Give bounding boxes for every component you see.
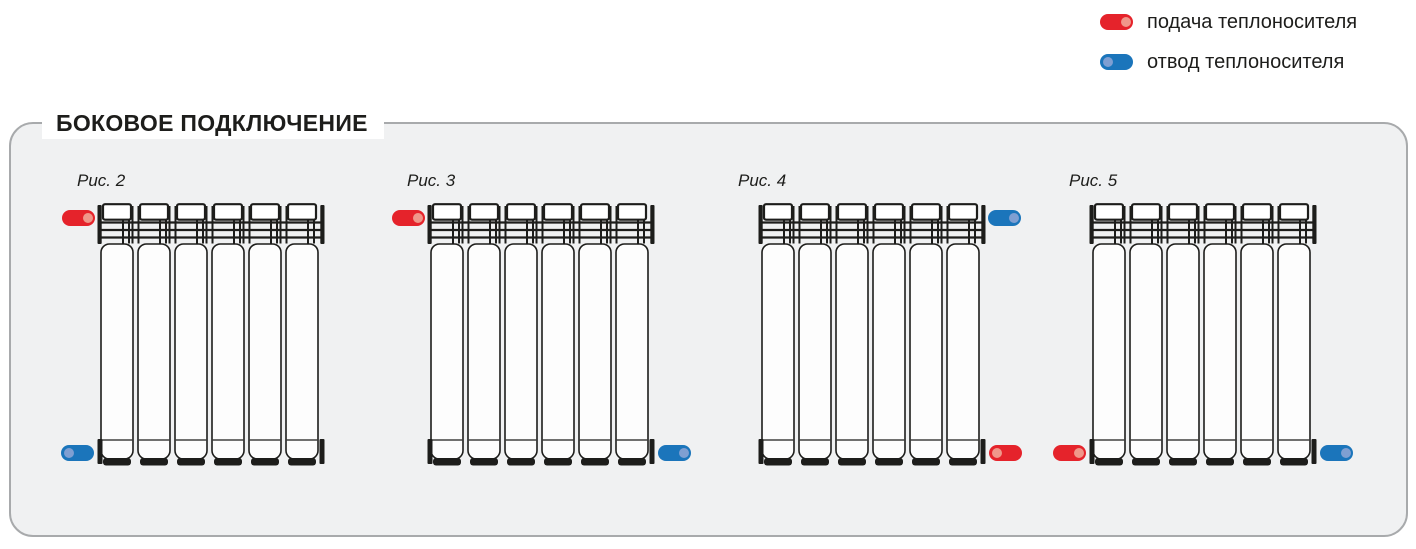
radiator-diagram [758, 203, 1022, 466]
radiator-diagram [1053, 203, 1353, 466]
figure-ris-5: Рис. 5 [1053, 171, 1353, 466]
figure-ris-2: Рис. 2 [61, 171, 325, 466]
figure-label: Рис. 2 [77, 171, 126, 190]
radiator-diagram [61, 203, 325, 466]
figure-ris-3: Рис. 3 [392, 171, 691, 466]
supply-pill-icon [1100, 14, 1133, 30]
return-connector-icon [988, 210, 1021, 226]
flow-direction-dot [1120, 17, 1131, 27]
figure-label: Рис. 4 [738, 171, 787, 190]
radiator-icon [758, 203, 986, 466]
legend-label-supply: подача теплоносителя [1147, 10, 1358, 33]
legend-label-return: отвод теплоносителя [1147, 50, 1345, 73]
flow-direction-dot [1073, 448, 1084, 458]
side-connection-panel: БОКОВОЕ ПОДКЛЮЧЕНИЕ Рис. 2 Рис. 3 Рис. 4… [9, 107, 1408, 537]
flow-direction-dot [63, 448, 74, 458]
flow-direction-dot [82, 213, 93, 223]
legend-item-supply: подача теплоносителя [1100, 10, 1357, 34]
return-connector-icon [61, 445, 94, 461]
flow-direction-dot [991, 448, 1002, 458]
flow-direction-dot [1008, 213, 1019, 223]
panel-title: БОКОВОЕ ПОДКЛЮЧЕНИЕ [42, 107, 384, 139]
flow-direction-dot [412, 213, 423, 223]
flow-direction-dot [1340, 448, 1351, 458]
return-pill-icon [1100, 54, 1133, 70]
legend: подача теплоносителя отвод теплоносителя [1100, 10, 1357, 74]
radiator-diagram [392, 203, 691, 466]
return-connector-icon [658, 445, 691, 461]
figure-ris-4: Рис. 4 [723, 171, 1022, 466]
flow-direction-dot [678, 448, 689, 458]
radiator-icon [97, 203, 325, 466]
supply-connector-icon [1053, 445, 1086, 461]
supply-connector-icon [392, 210, 425, 226]
return-connector-icon [1320, 445, 1353, 461]
flow-direction-dot [1102, 57, 1113, 67]
figure-label: Рис. 3 [407, 171, 456, 190]
radiator-icon [1089, 203, 1317, 466]
supply-connector-icon [989, 445, 1022, 461]
figure-label: Рис. 5 [1069, 171, 1118, 190]
supply-connector-icon [62, 210, 95, 226]
legend-item-return: отвод теплоносителя [1100, 50, 1357, 74]
radiator-icon [427, 203, 655, 466]
